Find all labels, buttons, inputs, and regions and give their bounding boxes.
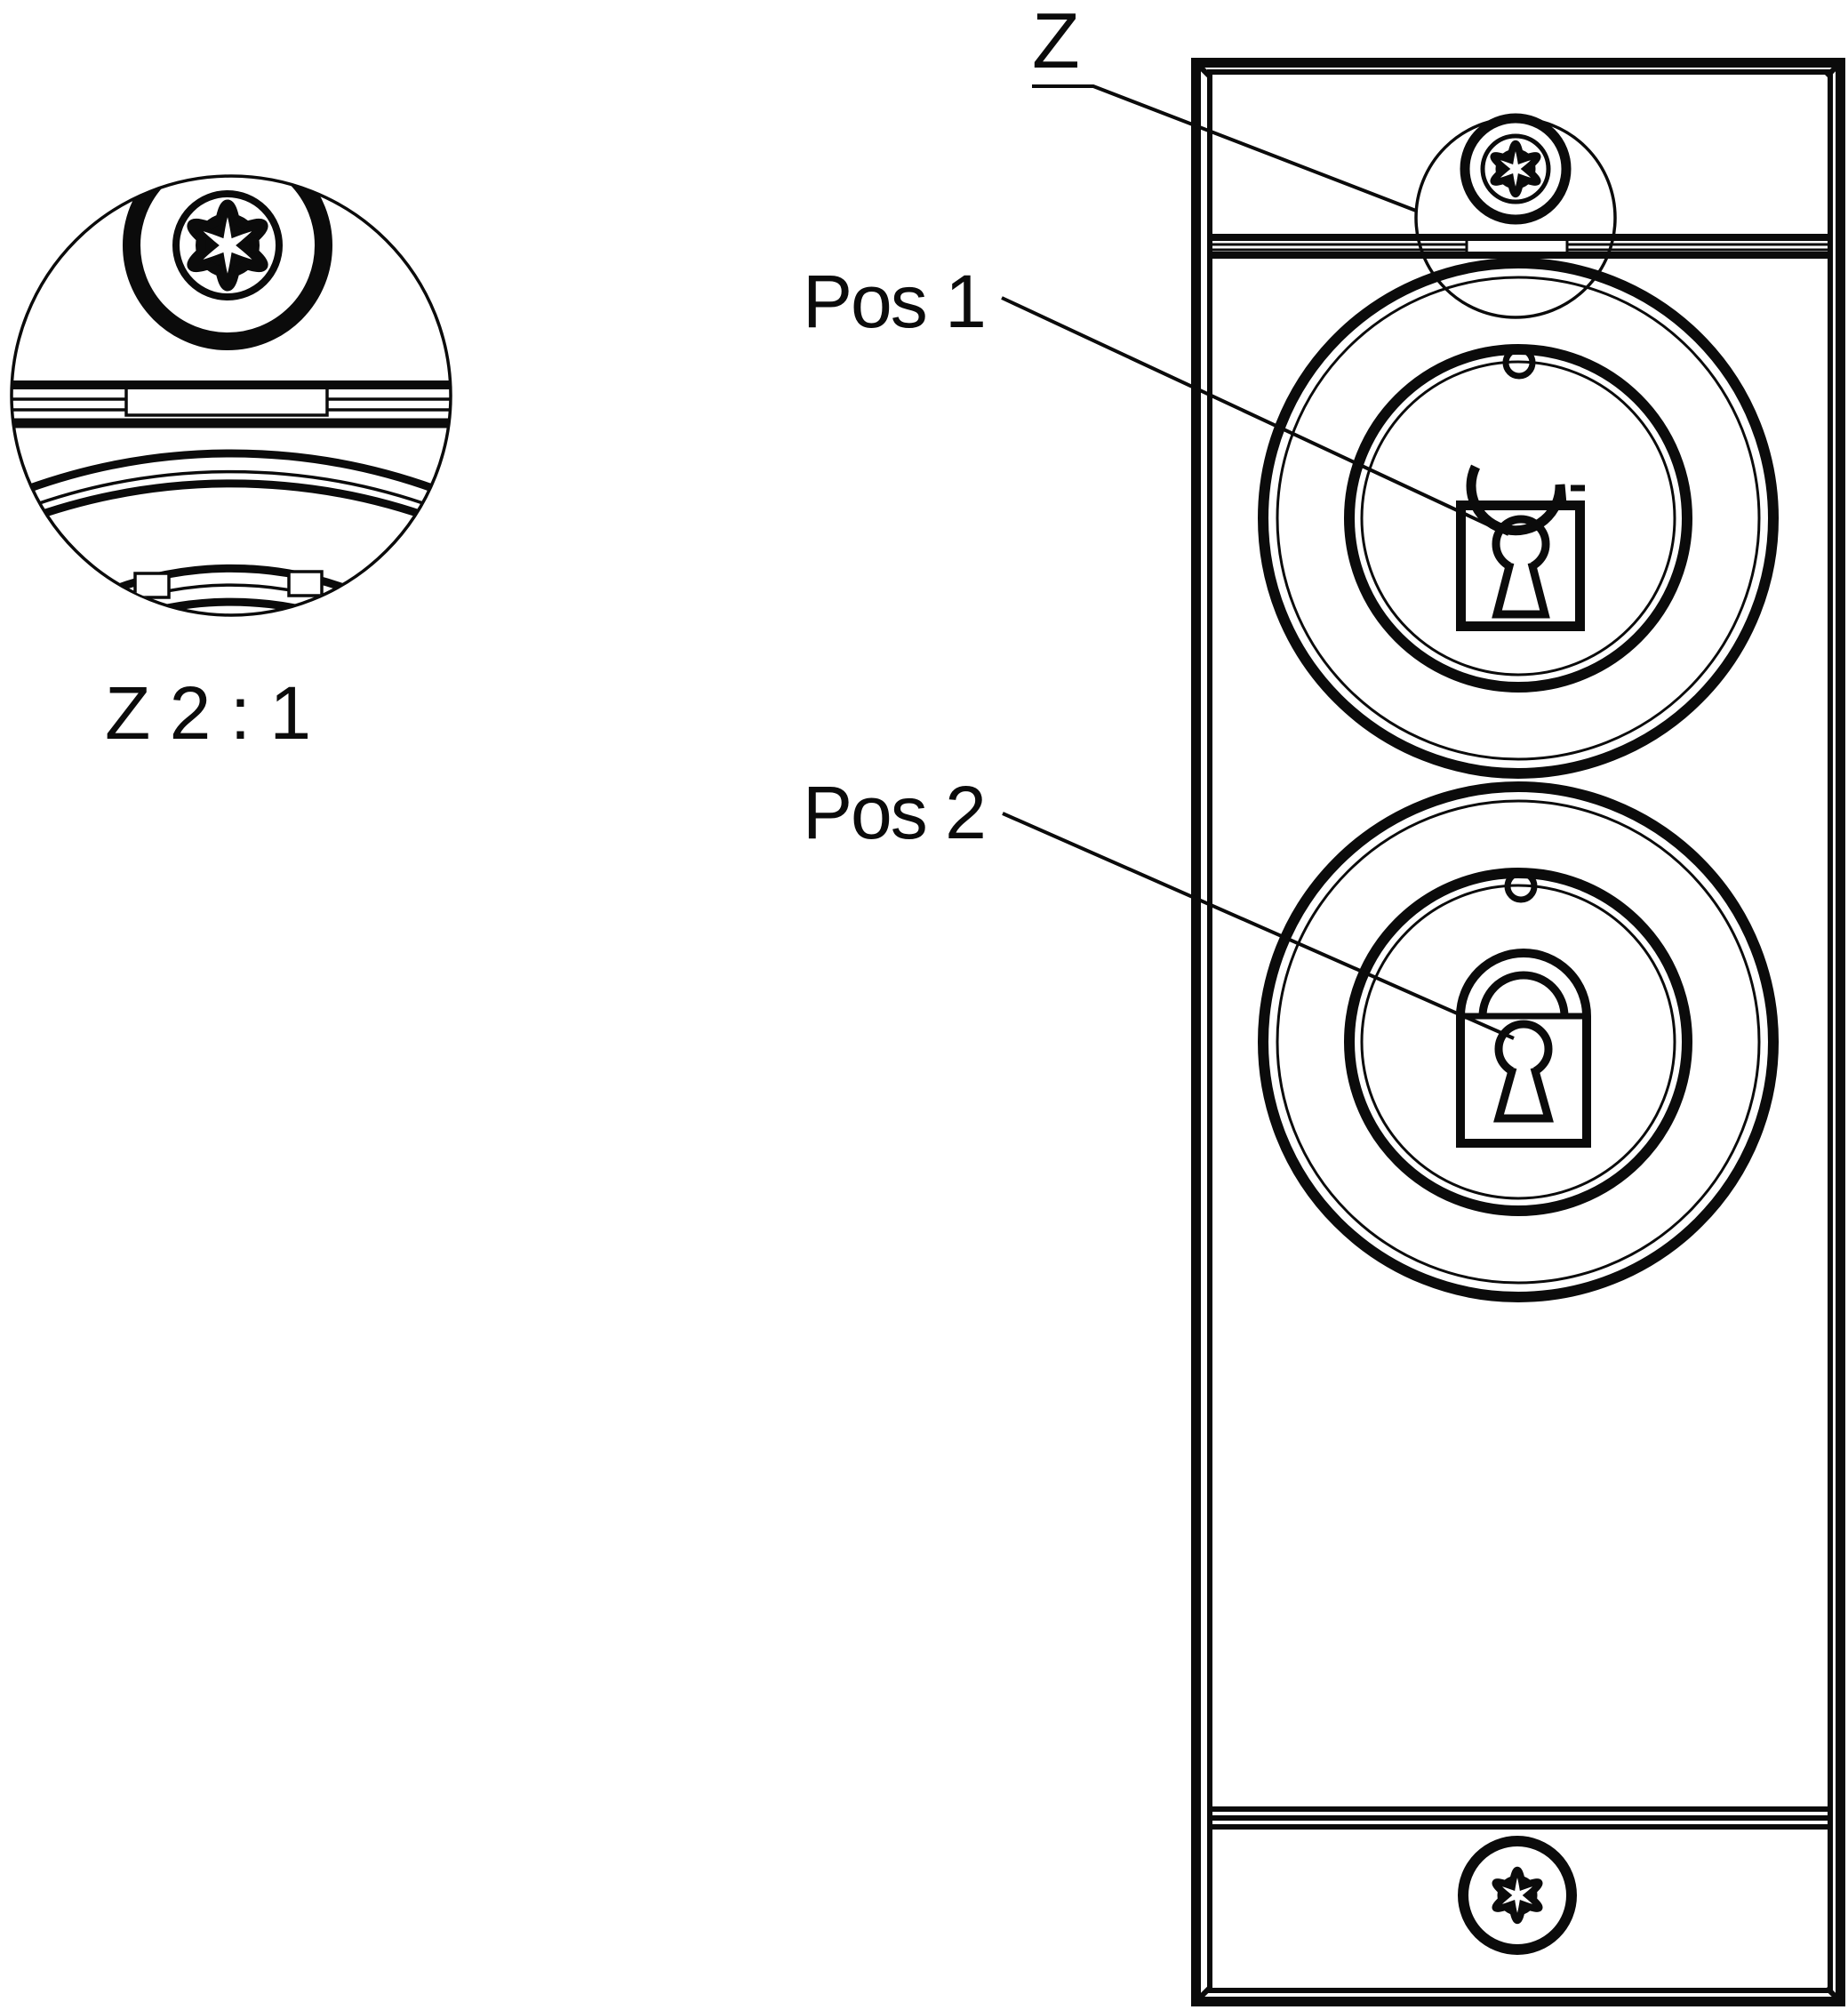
panel-corner-chamfers	[1194, 60, 1843, 2004]
detail-scale-label: Z 2 : 1	[105, 671, 311, 755]
front-panel	[1191, 58, 1845, 2006]
panel-seam-magnified	[12, 380, 450, 428]
dial-inner-ring-magnified	[112, 564, 350, 614]
top-seam	[1207, 234, 1833, 259]
top-torx-screw-icon	[1460, 113, 1572, 225]
leader-line-pos1	[1001, 296, 1509, 536]
dial-edge-magnified	[23, 449, 439, 525]
leader-line-z	[1032, 84, 1417, 212]
open-padlock-icon	[1456, 464, 1585, 631]
detail-callout-label: Z	[1032, 0, 1080, 84]
index-dot	[1504, 869, 1538, 903]
panel-inner-edge	[1207, 69, 1833, 1993]
notch-tab	[287, 570, 324, 597]
detail-callout-circle	[1414, 116, 1617, 319]
panel-outer-edge	[1191, 58, 1845, 2006]
closed-padlock-icon	[1456, 949, 1591, 1148]
detail-view	[10, 174, 452, 617]
bottom-seam	[1207, 1806, 1833, 1830]
torx-screw-icon	[123, 177, 332, 350]
pos2-label: Pos 2	[803, 771, 987, 854]
index-dot	[1502, 346, 1536, 380]
keyhole-icon	[1493, 1020, 1554, 1123]
notch-tab	[133, 572, 171, 599]
leader-line-pos2	[1002, 812, 1515, 1040]
pos1-dial	[1258, 258, 1779, 779]
pos2-dial	[1258, 781, 1779, 1302]
bottom-torx-screw-icon	[1458, 1836, 1577, 1955]
detail-view-circle	[10, 174, 452, 617]
keyhole-icon	[1492, 515, 1550, 619]
pos1-label: Pos 1	[803, 260, 987, 343]
leader-lines	[1001, 84, 1515, 1040]
